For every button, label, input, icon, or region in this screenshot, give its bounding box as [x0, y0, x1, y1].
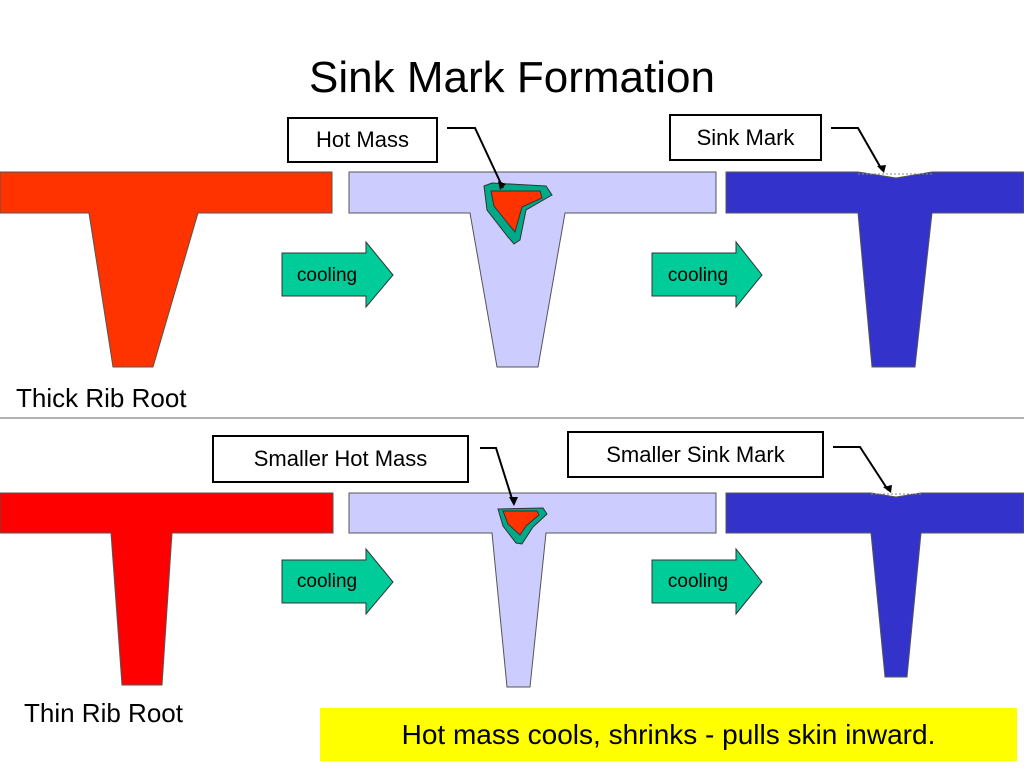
thick-cooled-part [725, 171, 1024, 368]
cooling-arrow-2 [651, 240, 763, 309]
smaller-sink-mark-leader-head [883, 485, 892, 493]
thin-cooled-part [725, 492, 1024, 678]
sink-mark-leader [831, 127, 883, 171]
cooling-arrow-label-1: cooling [296, 265, 358, 286]
cooling-arrow-label-4: cooling [667, 571, 729, 592]
hot-mass-leader-head [498, 181, 506, 190]
smaller-hot-mass-callout: Smaller Hot Mass [212, 435, 469, 483]
thick-hot-part [0, 171, 333, 368]
hot-mass-callout: Hot Mass [287, 117, 438, 163]
smaller-sink-mark-callout: Smaller Sink Mark [567, 431, 824, 478]
cooling-arrow-3 [281, 547, 394, 616]
page-title: Sink Mark Formation [309, 53, 715, 102]
smaller-hot-mass-leader [480, 447, 514, 503]
cooling-arrow-label-3: cooling [296, 571, 358, 592]
hot-mass-leader [447, 127, 504, 189]
cooling-arrow-4 [651, 547, 763, 616]
thin-hot-mass-core [502, 510, 540, 536]
sink-mark-callout: Sink Mark [669, 114, 822, 161]
summary-note: Hot mass cools, shrinks - pulls skin inw… [320, 708, 1017, 761]
thin-rib-root-label: Thin Rib Root [24, 698, 183, 728]
thin-cooling-part [348, 492, 717, 688]
sink-mark-leader-head [877, 165, 886, 173]
thick-hot-mass-core [490, 190, 543, 234]
thick-cooling-part [348, 171, 717, 368]
cooling-arrow-1 [281, 240, 394, 309]
smaller-hot-mass-leader-head [509, 497, 518, 506]
thick-rib-root-label: Thick Rib Root [16, 383, 187, 413]
thin-hot-part [0, 492, 334, 686]
cooling-arrow-label-2: cooling [667, 265, 729, 286]
smaller-sink-mark-leader [833, 446, 889, 491]
